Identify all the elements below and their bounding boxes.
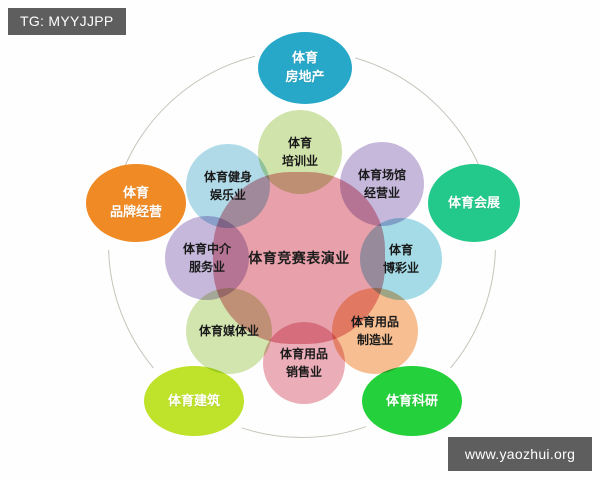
inner-node-sports-media-shape[interactable] bbox=[186, 288, 272, 374]
inner-node-sports-training-shape[interactable] bbox=[258, 110, 342, 194]
outer-node-sports-research[interactable]: 体育科研 bbox=[362, 366, 462, 436]
outer-node-label-line1: 体育 bbox=[122, 185, 149, 201]
outer-node-label-line1: 体育科研 bbox=[385, 392, 438, 408]
watermark-url: www.yaozhui.org bbox=[448, 437, 592, 471]
watermark-tag: TG: MYYJJPP bbox=[8, 8, 126, 35]
inner-node-goods-sales-shape[interactable] bbox=[263, 322, 345, 404]
inner-node-venue-operation-shape[interactable] bbox=[340, 142, 424, 226]
outer-node-sports-real-estate[interactable]: 体育 房地产 bbox=[258, 32, 352, 104]
inner-node-sports-lottery-shape[interactable] bbox=[360, 218, 442, 300]
outer-node-label-line1: 体育建筑 bbox=[167, 392, 220, 408]
outer-node-label-line2: 品牌经营 bbox=[109, 204, 162, 219]
inner-node-goods-manufacturing-shape[interactable] bbox=[332, 288, 418, 374]
outer-node-sports-brand-management[interactable]: 体育 品牌经营 bbox=[86, 164, 186, 242]
inner-node-agency-service-shape[interactable] bbox=[165, 216, 249, 300]
outer-node-label-line2: 房地产 bbox=[285, 69, 325, 84]
outer-node-label-line1: 体育 bbox=[291, 50, 318, 66]
outer-node-sports-exhibition[interactable]: 体育会展 bbox=[428, 164, 520, 242]
inner-node-fitness-entertainment-shape[interactable] bbox=[186, 144, 270, 228]
outer-node-sports-architecture[interactable]: 体育建筑 bbox=[144, 366, 244, 436]
outer-node-label-line1: 体育会展 bbox=[447, 194, 500, 210]
